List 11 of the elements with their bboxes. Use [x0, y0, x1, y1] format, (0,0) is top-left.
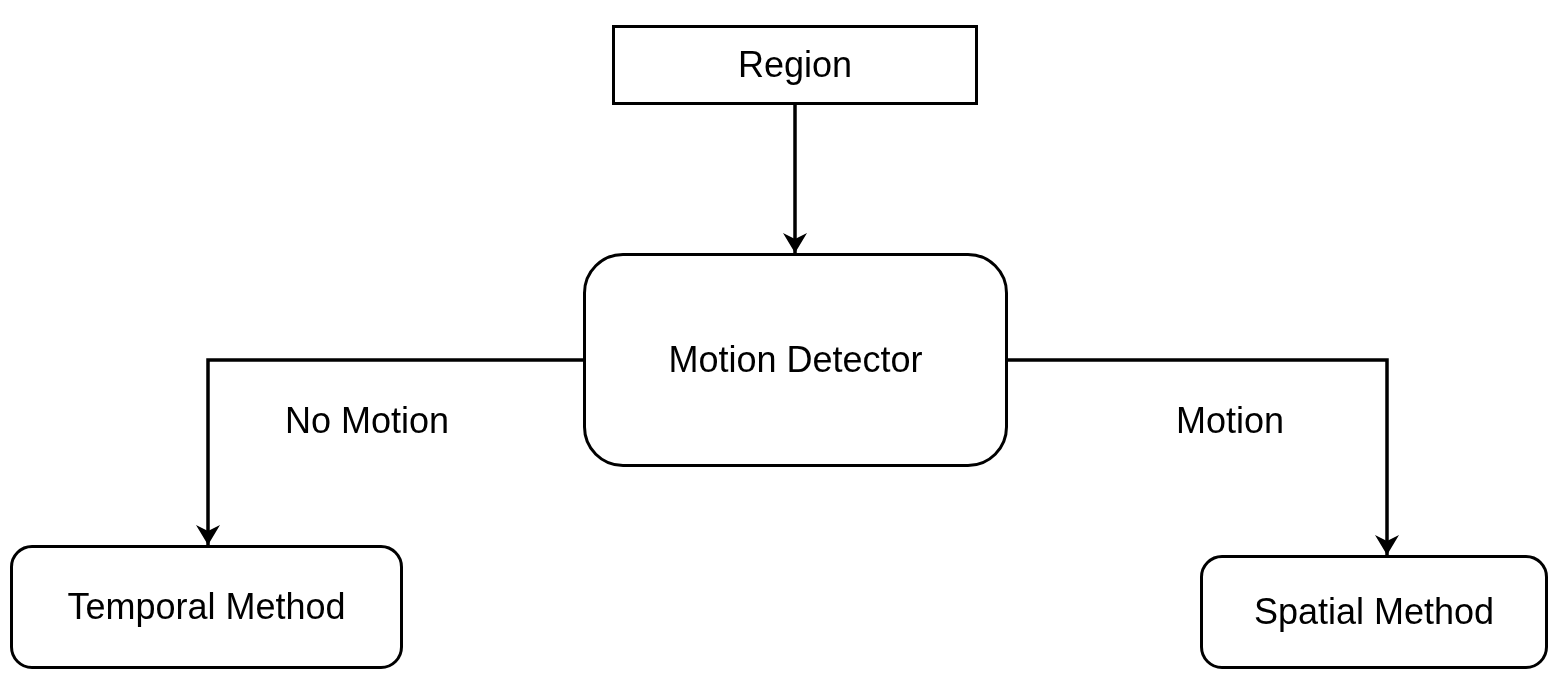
node-label: Temporal Method	[67, 586, 346, 628]
arrow	[783, 105, 807, 253]
process-box	[612, 25, 978, 105]
process-box	[583, 253, 1008, 467]
arrow	[1008, 358, 1399, 555]
process-box	[1200, 555, 1548, 669]
process-box	[10, 545, 403, 669]
node-label: Motion Detector	[668, 339, 923, 381]
node-label: Region	[737, 44, 853, 86]
node-label: Spatial Method	[1253, 591, 1495, 633]
arrow	[196, 358, 583, 545]
